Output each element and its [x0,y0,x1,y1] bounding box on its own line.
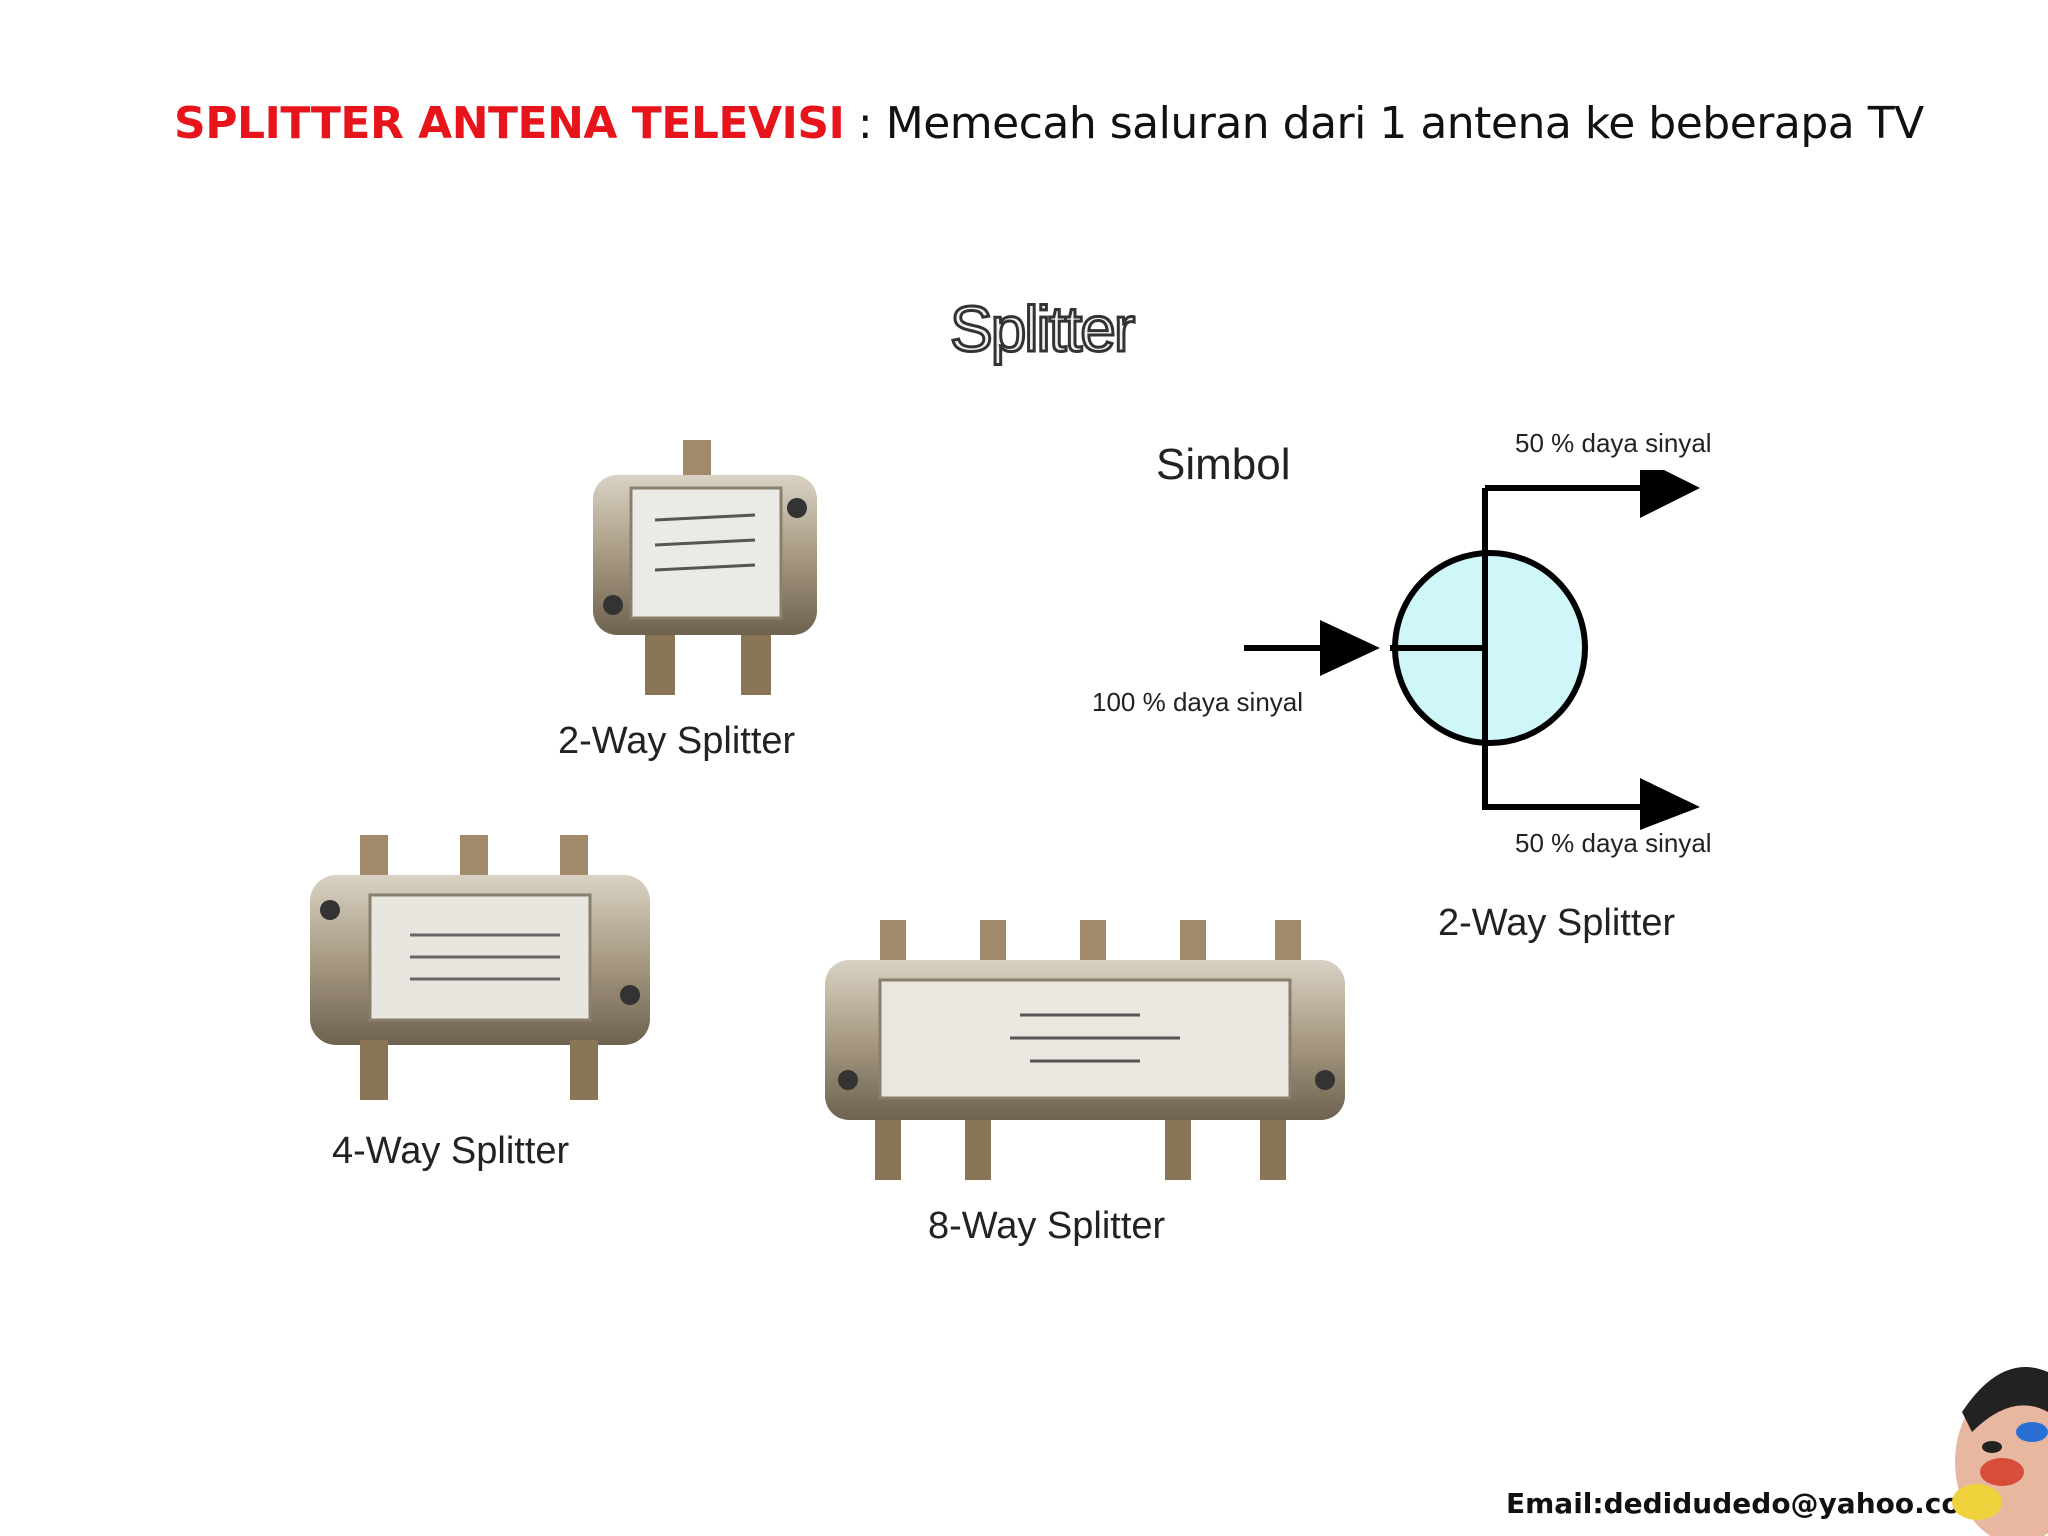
four-way-splitter-caption: 4-Way Splitter [332,1130,570,1172]
eight-way-splitter-image [825,920,1345,1180]
symbol-caption: 2-Way Splitter [1438,902,1676,944]
symbol-title: Simbol [1156,440,1291,489]
symbol-input-label: 100 % daya sinyal [1092,687,1304,717]
footer-email: Email:dedidudedo@yahoo.com [1506,1487,1990,1520]
two-way-splitter-caption: 2-Way Splitter [558,720,796,762]
four-way-splitter-image [310,835,650,1100]
eight-way-splitter-caption: 8-Way Splitter [928,1205,1166,1247]
splitter-heading: Splitter [948,292,1136,367]
splitter-symbol-lower-arm [1482,770,1700,830]
symbol-output-bottom-label: 50 % daya sinyal [1515,828,1712,858]
slide-title-rest: : Memecah saluran dari 1 antena ke beber… [844,98,1924,149]
author-avatar-illustration [1952,1367,2048,1536]
symbol-output-top-label: 50 % daya sinyal [1515,428,1712,458]
splitter-symbol-diagram [1244,470,1700,770]
slide-title-highlight: SPLITTER ANTENA TELEVISI [174,98,845,149]
two-way-splitter-image [593,440,817,695]
slide-title: SPLITTER ANTENA TELEVISI : Memecah salur… [174,98,1924,149]
